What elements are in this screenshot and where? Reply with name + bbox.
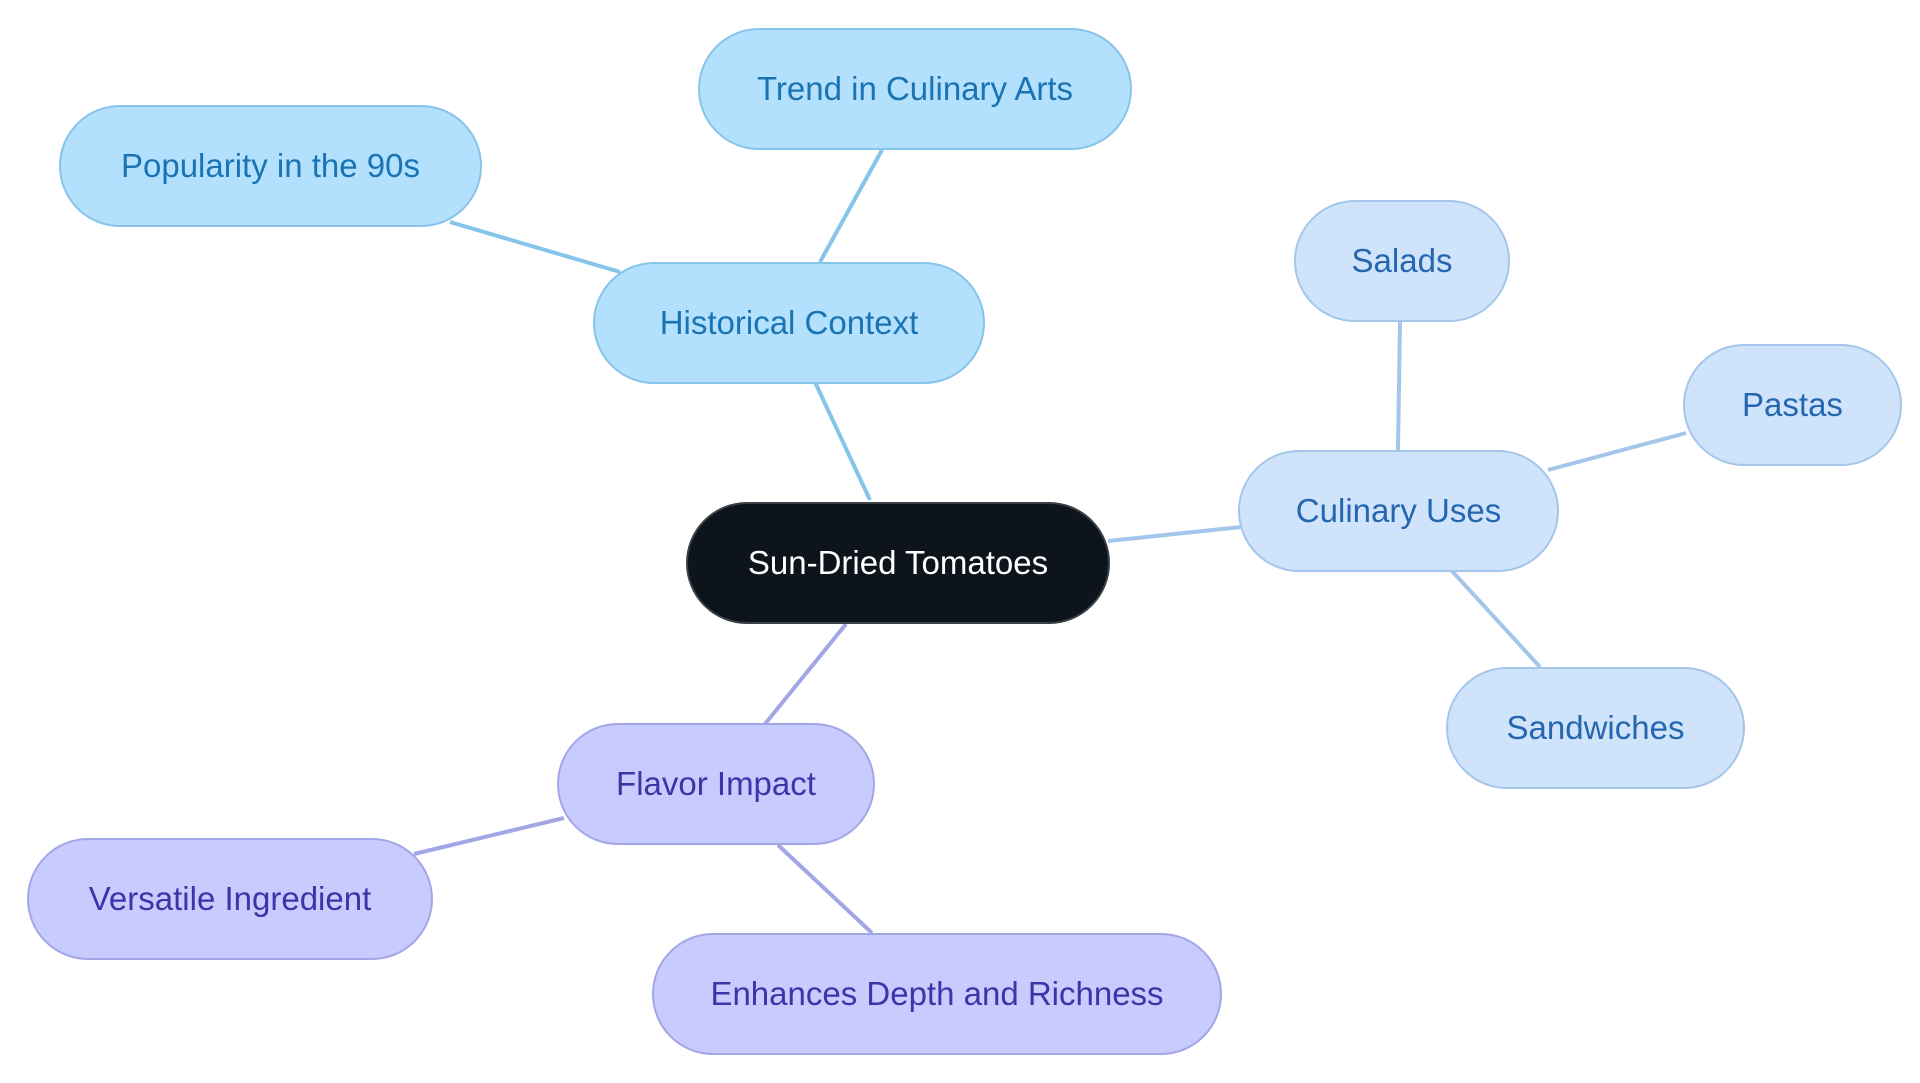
edge-culinary-pastas xyxy=(1547,431,1687,472)
edge-culinary-sandwiches xyxy=(1450,569,1542,669)
branch-culinary-uses[interactable]: Culinary Uses xyxy=(1238,450,1559,572)
edge-root-historical xyxy=(812,379,872,501)
leaf-versatile-ingredient[interactable]: Versatile Ingredient xyxy=(27,838,433,960)
leaf-salads[interactable]: Salads xyxy=(1294,200,1510,322)
leaf-trend-in-culinary-arts[interactable]: Trend in Culinary Arts xyxy=(698,28,1132,150)
leaf-pastas[interactable]: Pastas xyxy=(1683,344,1902,466)
edge-culinary-salads xyxy=(1396,321,1402,451)
root-node[interactable]: Sun-Dried Tomatoes xyxy=(686,502,1110,624)
edge-root-culinary xyxy=(1107,525,1242,543)
branch-historical-context[interactable]: Historical Context xyxy=(593,262,985,384)
edge-historical-trend xyxy=(818,149,884,263)
leaf-sandwiches[interactable]: Sandwiches xyxy=(1446,667,1745,789)
edge-flavor-enhances xyxy=(776,843,874,935)
edge-historical-popularity xyxy=(449,220,621,274)
edge-root-flavor xyxy=(763,622,848,726)
leaf-enhances-depth-and-richness[interactable]: Enhances Depth and Richness xyxy=(652,933,1222,1055)
edge-flavor-versatile xyxy=(413,816,565,856)
branch-flavor-impact[interactable]: Flavor Impact xyxy=(557,723,875,845)
leaf-popularity-in-the-90s[interactable]: Popularity in the 90s xyxy=(59,105,482,227)
